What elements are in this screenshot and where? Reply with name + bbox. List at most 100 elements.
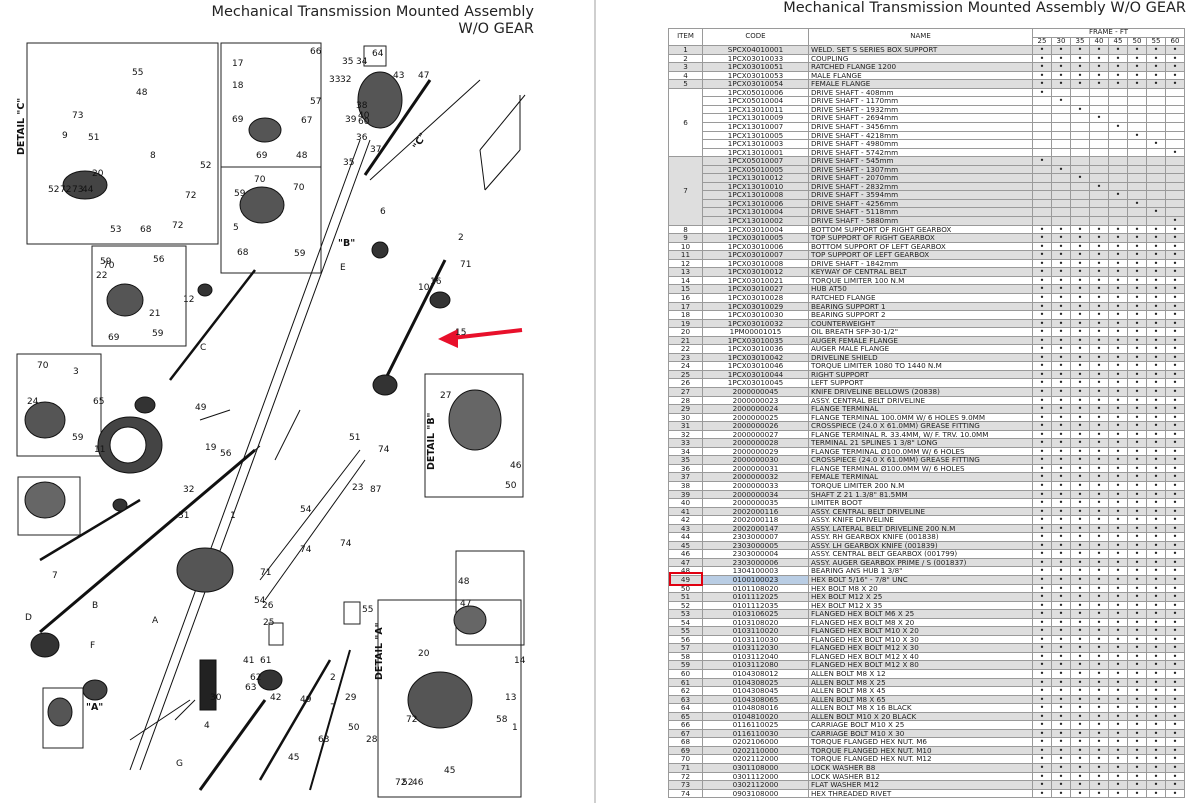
frame-availability-dot: • <box>1127 523 1147 534</box>
view-a-label: "A" <box>86 702 103 713</box>
frame-availability-dot: • <box>1089 446 1109 457</box>
frame-availability-dot <box>1089 147 1109 158</box>
frame-availability-dot: • <box>1051 720 1071 730</box>
item-cell: 68 <box>668 737 703 747</box>
part-callout: 58 <box>496 715 508 725</box>
item-cell: 40 <box>668 498 703 508</box>
frame-availability-dot: • <box>1051 711 1071 722</box>
part-callout: 32 <box>183 485 194 495</box>
frame-availability-dot: • <box>1070 378 1090 388</box>
name-cell: DRIVE SHAFT - 408mm <box>808 87 1033 98</box>
